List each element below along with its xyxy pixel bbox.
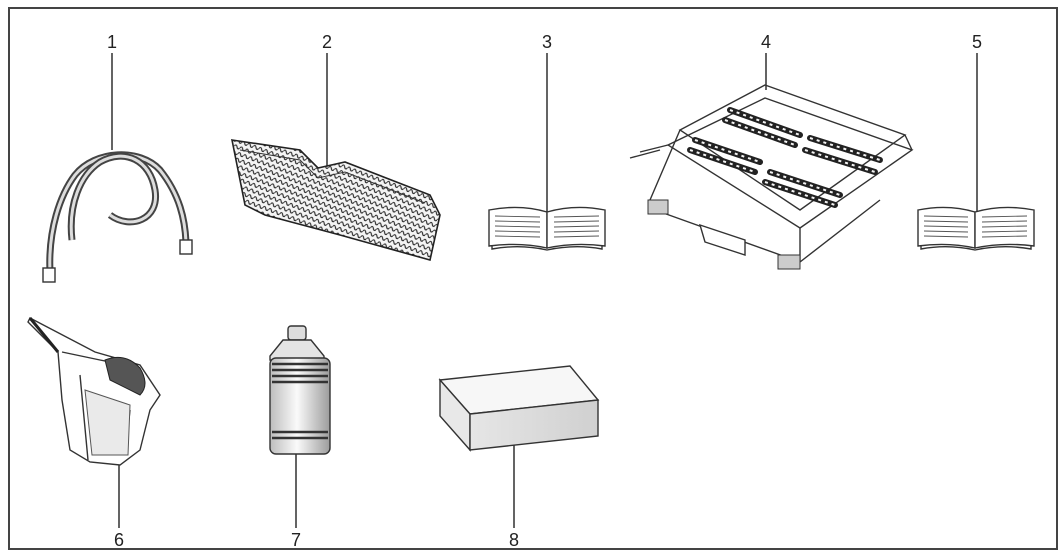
item-5: 5 <box>917 32 1035 251</box>
item-2: 2 <box>230 32 441 261</box>
item-number-6: 6 <box>114 530 124 550</box>
item-number-8: 8 <box>509 530 519 550</box>
item-number-4: 4 <box>761 32 771 52</box>
manual-book-icon <box>917 206 1035 251</box>
sponge-block-icon <box>438 365 600 452</box>
item-1: 1 <box>42 32 193 283</box>
item-number-2: 2 <box>322 32 332 52</box>
item-number-1: 1 <box>107 32 117 52</box>
drain-hose-icon <box>42 151 193 283</box>
manual-book-icon <box>488 206 606 251</box>
item-8: 8 <box>438 365 600 550</box>
filter-mesh-icon <box>230 139 441 261</box>
item-3: 3 <box>488 32 606 251</box>
item-number-5: 5 <box>972 32 982 52</box>
item-7: 7 <box>269 325 331 550</box>
item-number-3: 3 <box>542 32 552 52</box>
item-4: 4 <box>629 32 914 270</box>
item-6: 6 <box>27 317 161 550</box>
detergent-bottle-icon <box>269 325 331 455</box>
accessories-frame <box>8 7 1058 550</box>
item-number-7: 7 <box>291 530 301 550</box>
salt-funnel-icon <box>27 317 161 466</box>
cutlery-rack-icon <box>629 84 914 270</box>
